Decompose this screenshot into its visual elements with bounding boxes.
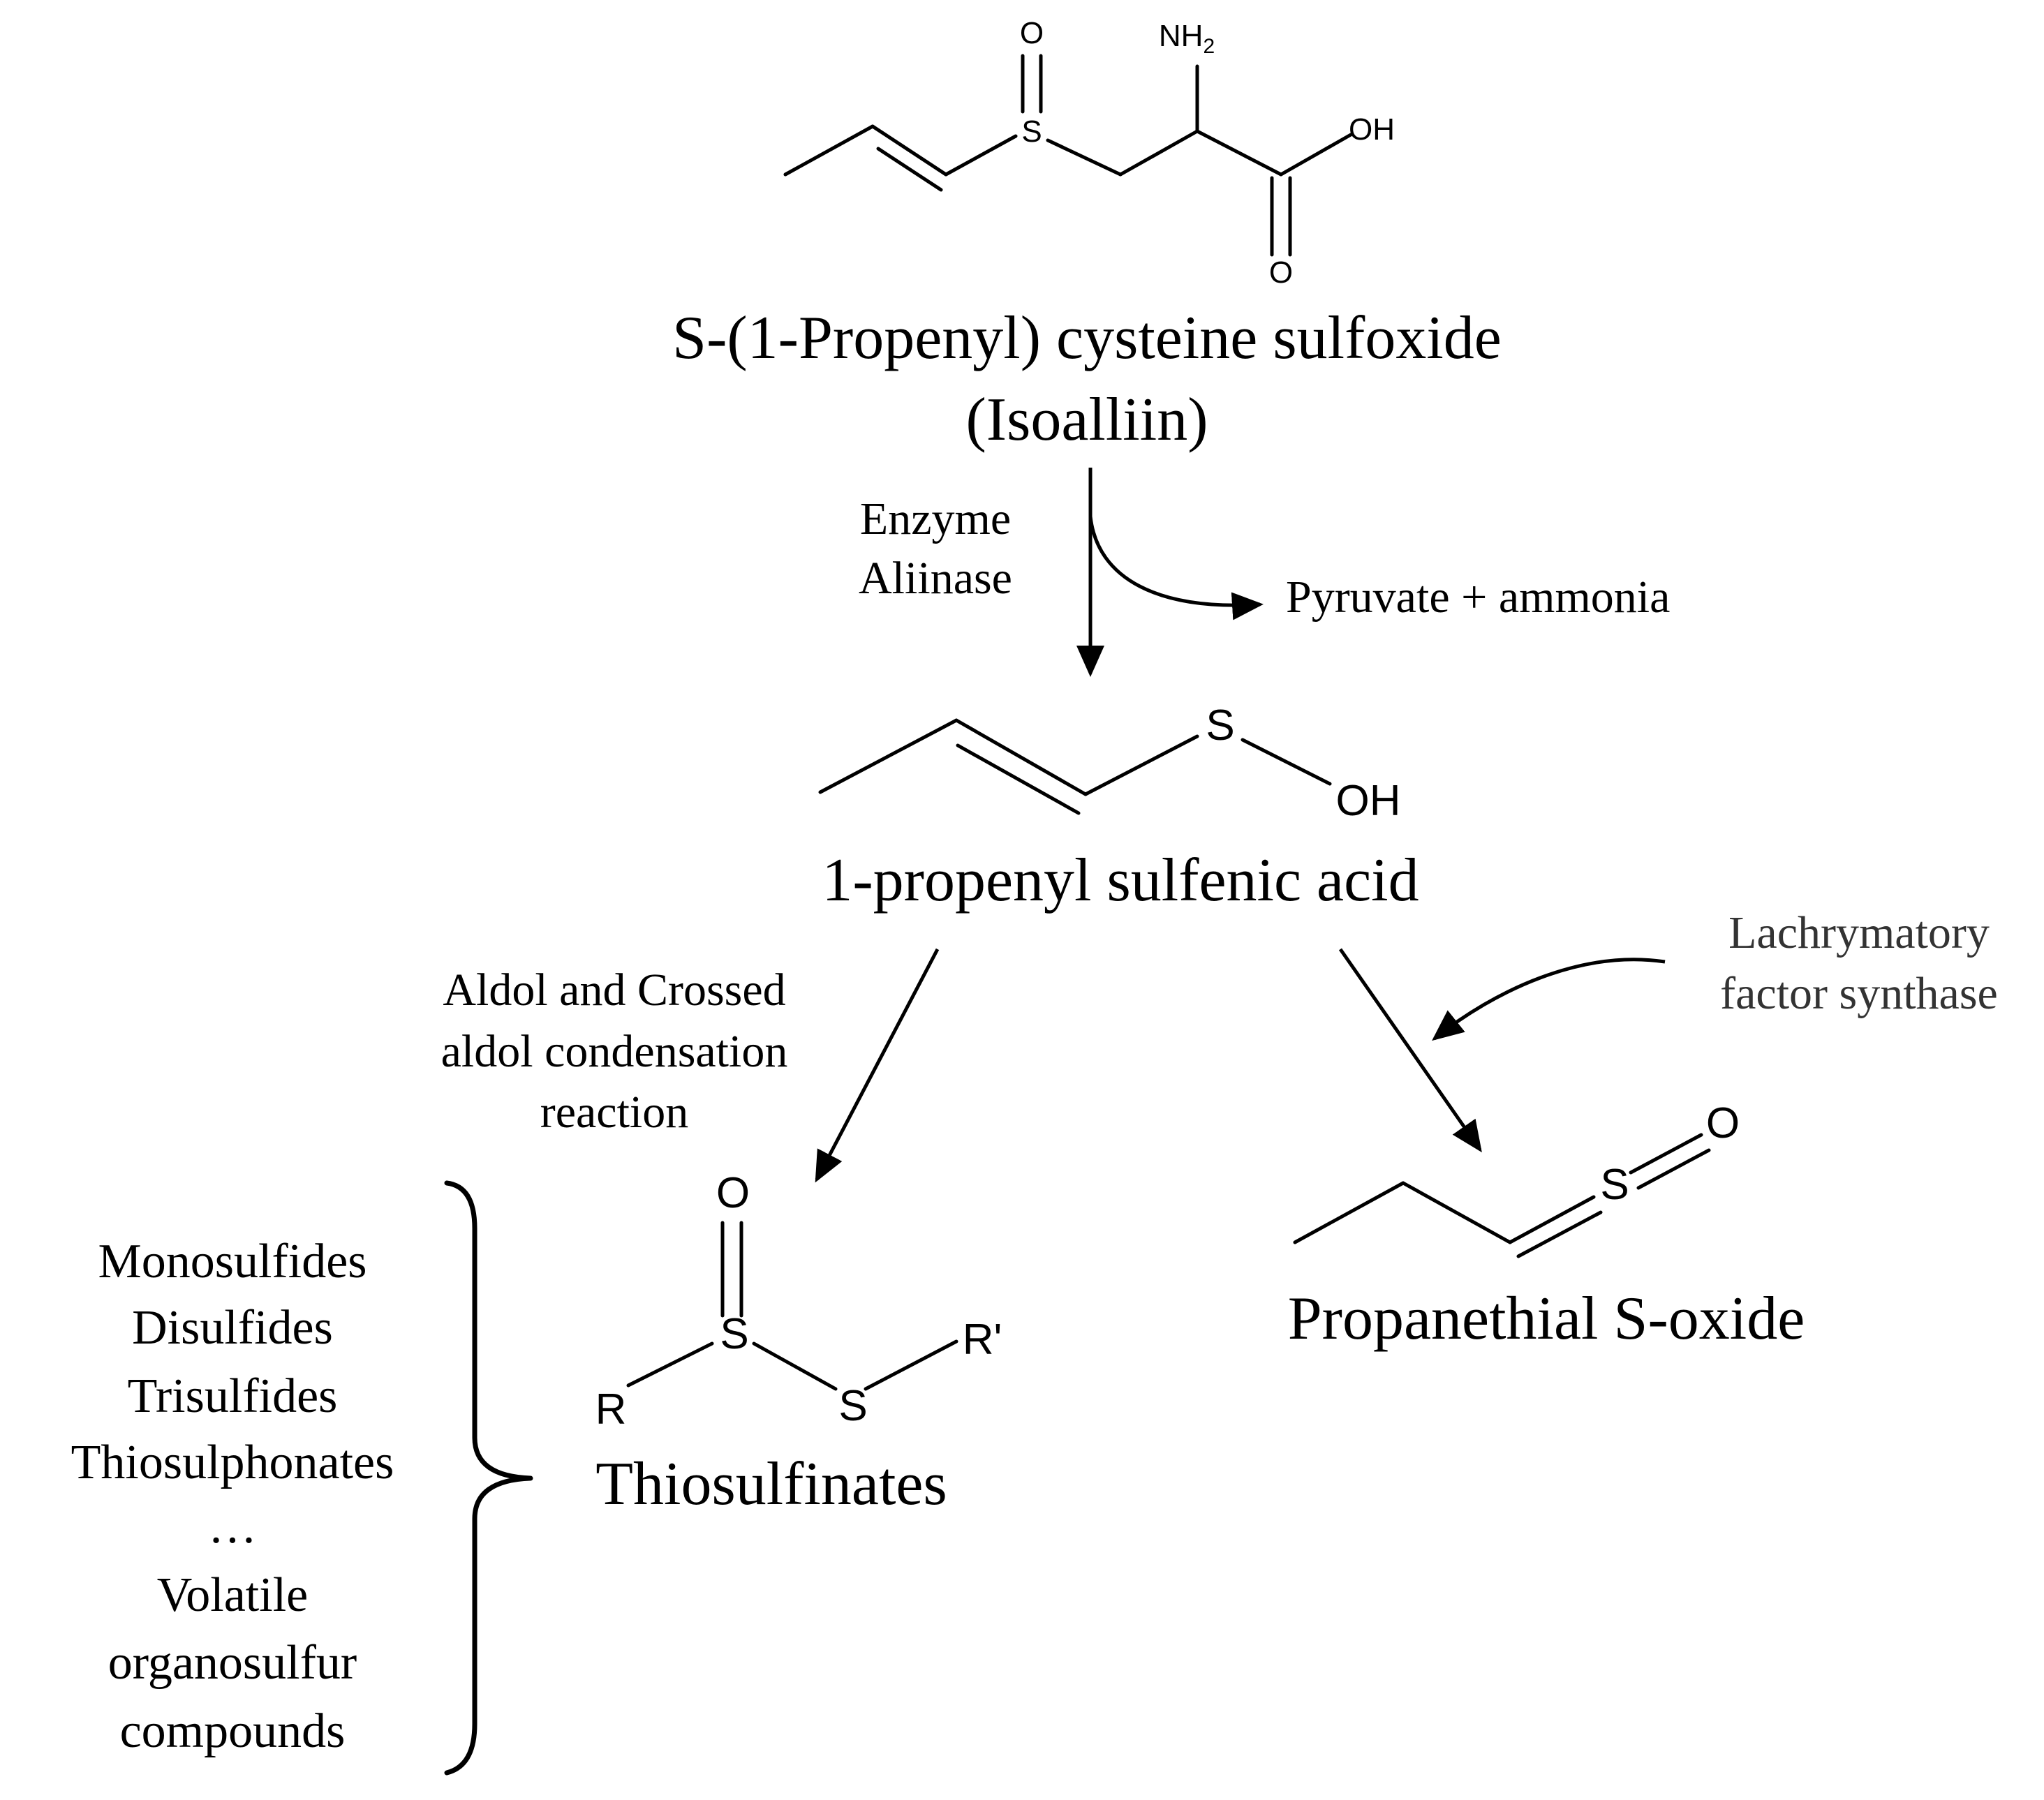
bond: [1118, 129, 1199, 177]
atom-sulfur: S: [1206, 701, 1234, 750]
arrow-lfs: [1432, 958, 1666, 1041]
atom-hydroxyl: OH: [1336, 777, 1401, 825]
atom-sulfur: S: [1021, 114, 1042, 149]
enzyme-label: Enzyme: [860, 493, 1011, 544]
sulfenic-acid-structure: S OH: [818, 701, 1401, 825]
list-item: Trisulfides: [128, 1369, 338, 1423]
atom-r-prime-group: R': [963, 1316, 1002, 1364]
lfs-label: factor synthase: [1720, 968, 1998, 1019]
double-bond-line: [956, 743, 1081, 815]
double-bond-line: [1516, 1210, 1603, 1258]
double-bond-line: [1629, 1133, 1703, 1175]
atom-amine: NH2: [1159, 19, 1215, 58]
condensation-label: Aldol and Crossed: [443, 965, 785, 1016]
double-bond-line: [1508, 1195, 1596, 1244]
bond: [1195, 129, 1283, 177]
atom-sulfur: S: [720, 1310, 748, 1358]
bond: [1279, 133, 1353, 177]
thiosulfinates-name: Thiosulfinates: [595, 1450, 947, 1518]
bond: [1083, 734, 1199, 796]
atom-oxygen: O: [1706, 1099, 1740, 1147]
isoalliin-name-alt: (Isoalliin): [965, 386, 1208, 454]
condensation-label: reaction: [540, 1087, 689, 1138]
propanethial-structure: S O: [1293, 1099, 1740, 1258]
enzyme-name-label: Aliinase: [859, 553, 1012, 604]
bond: [818, 718, 958, 794]
list-item: organosulfur: [108, 1636, 357, 1690]
isoalliin-structure: O S NH2 OH O: [783, 16, 1395, 290]
bond: [626, 1341, 714, 1388]
bond: [1293, 1181, 1405, 1244]
list-item: Volatile: [157, 1568, 308, 1622]
condensation-label: aldol condensation: [441, 1026, 788, 1077]
curly-brace: [444, 1180, 533, 1776]
atom-hydroxyl: OH: [1349, 112, 1395, 147]
thiosulfinate-structure: O S S R R': [595, 1169, 1002, 1434]
propanethial-name: Propanethial S-oxide: [1288, 1285, 1805, 1353]
bond: [944, 134, 1018, 177]
double-bond-line: [876, 147, 943, 192]
atom-oxygen-carbonyl: O: [1269, 255, 1293, 290]
double-bond-line: [1636, 1148, 1711, 1190]
lfs-label: Lachrymatory: [1728, 907, 1990, 958]
arrow-byproduct: [1088, 516, 1264, 620]
list-item: Disulfides: [132, 1301, 333, 1355]
bond: [954, 718, 1088, 796]
atom-sulfur: S: [838, 1382, 867, 1430]
list-item: Monosulfides: [98, 1235, 367, 1288]
atom-oxygen: O: [1020, 16, 1044, 50]
bond: [1401, 1181, 1512, 1244]
byproduct-label: Pyruvate + ammonia: [1286, 572, 1670, 623]
atom-oxygen: O: [716, 1169, 750, 1217]
arrow-to-thiosulfinates: [815, 948, 940, 1183]
sulfenic-acid-name: 1-propenyl sulfenic acid: [822, 847, 1419, 914]
list-item: compounds: [120, 1704, 346, 1758]
bond: [1046, 138, 1123, 177]
atom-sulfur: S: [1600, 1161, 1629, 1209]
atom-r-group: R: [595, 1385, 627, 1434]
bond: [864, 1339, 958, 1391]
bond: [783, 124, 875, 177]
list-item: Thiosulphonates: [71, 1436, 394, 1489]
list-item: …: [208, 1500, 257, 1554]
bond: [752, 1341, 838, 1391]
bond: [871, 124, 948, 177]
bond: [1241, 738, 1332, 786]
isoalliin-name: S-(1-Propenyl) cysteine sulfoxide: [672, 304, 1502, 372]
arrow-to-propanethial: [1338, 948, 1482, 1153]
products-list: Monosulfides Disulfides Trisulfides Thio…: [71, 1235, 394, 1758]
